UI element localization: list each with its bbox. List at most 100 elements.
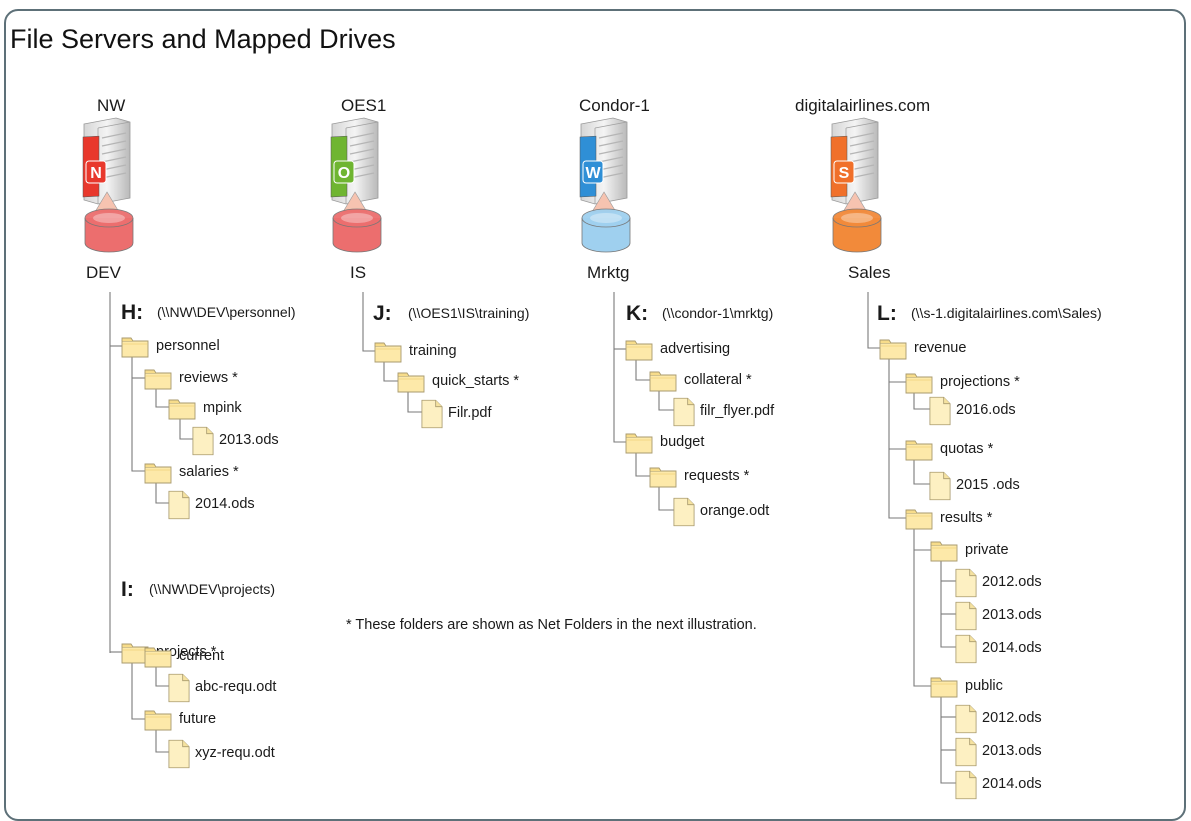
folder-icon — [930, 677, 958, 698]
file-label: xyz-requ.odt — [195, 745, 275, 761]
folder-icon — [905, 373, 933, 394]
file-label: filr_flyer.pdf — [700, 403, 775, 419]
file-node-filr-flyer-pdf[interactable]: filr_flyer.pdf — [673, 397, 775, 427]
server-letter-icon: W — [585, 165, 601, 182]
file-icon — [929, 471, 951, 501]
folder-icon — [374, 342, 402, 363]
folder-label: requests * — [684, 468, 750, 484]
folder-icon — [625, 340, 653, 361]
file-node-2012-ods[interactable]: 2012.ods — [955, 568, 1042, 598]
folder-node-results[interactable]: results * — [905, 509, 993, 530]
server-icon-digitalairlines-com: S — [830, 117, 882, 253]
server-name-oes1: OES1 — [341, 96, 386, 115]
file-node-2016-ods[interactable]: 2016.ods — [929, 396, 1016, 426]
file-label: orange.odt — [700, 503, 769, 519]
folder-icon — [144, 647, 172, 668]
file-label: 2013.ods — [219, 432, 279, 448]
folder-icon — [144, 463, 172, 484]
file-node-2013-ods[interactable]: 2013.ods — [955, 601, 1042, 631]
file-label: 2014.ods — [982, 776, 1042, 792]
server-letter-icon: S — [839, 165, 850, 182]
folder-icon — [168, 399, 196, 420]
file-node-abc-requ-odt[interactable]: abc-requ.odt — [168, 673, 277, 703]
folder-label: future — [179, 711, 216, 727]
folder-node-collateral[interactable]: collateral * — [649, 371, 752, 392]
file-icon — [673, 497, 695, 527]
folder-node-salaries[interactable]: salaries * — [144, 463, 239, 484]
file-label: 2014.ods — [195, 496, 255, 512]
folder-icon — [144, 710, 172, 731]
file-node-2014-ods[interactable]: 2014.ods — [955, 634, 1042, 664]
folder-node-public[interactable]: public — [930, 677, 1003, 698]
file-icon — [673, 397, 695, 427]
folder-label: collateral * — [684, 372, 752, 388]
file-node-xyz-requ-odt[interactable]: xyz-requ.odt — [168, 739, 275, 769]
folder-node-quotas[interactable]: quotas * — [905, 440, 994, 461]
folder-node-current[interactable]: current — [144, 647, 224, 668]
file-node-2015-ods[interactable]: 2015 .ods — [929, 471, 1020, 501]
folder-icon — [121, 643, 149, 664]
drive-path-l: (\\s-1.digitalairlines.com\Sales) — [911, 305, 1102, 321]
folder-node-future[interactable]: future — [144, 710, 216, 731]
server-name-digitalairlines: digitalairlines.com — [795, 96, 930, 115]
folder-node-personnel[interactable]: personnel — [121, 337, 220, 358]
file-node-2014-ods[interactable]: 2014.ods — [168, 490, 255, 520]
folder-node-reviews[interactable]: reviews * — [144, 369, 238, 390]
file-label: 2015 .ods — [956, 477, 1020, 493]
folder-label: training — [409, 343, 457, 359]
drive-letter-l: L: — [877, 302, 897, 325]
folder-label: projections * — [940, 374, 1020, 390]
folder-node-projections[interactable]: projections * — [905, 373, 1020, 394]
folder-icon — [625, 433, 653, 454]
file-label: 2013.ods — [982, 607, 1042, 623]
server-letter-icon: O — [338, 165, 350, 182]
folder-icon — [905, 509, 933, 530]
server-name-nw: NW — [97, 96, 125, 115]
file-node-2012-ods[interactable]: 2012.ods — [955, 704, 1042, 734]
folder-node-advertising[interactable]: advertising — [625, 340, 730, 361]
folder-label: mpink — [203, 400, 242, 416]
folder-node-budget[interactable]: budget — [625, 433, 704, 454]
file-icon — [192, 426, 214, 456]
tree-connectors — [109, 292, 956, 784]
folder-label: public — [965, 678, 1003, 694]
file-label: 2013.ods — [982, 743, 1042, 759]
file-node-2014-ods[interactable]: 2014.ods — [955, 770, 1042, 800]
drive-path-i: (\\NW\DEV\projects) — [149, 581, 275, 597]
file-icon — [168, 673, 190, 703]
diagram-title: File Servers and Mapped Drives — [10, 24, 396, 54]
file-node-2013-ods[interactable]: 2013.ods — [955, 737, 1042, 767]
drive-letter-j: J: — [373, 302, 392, 325]
file-icon — [955, 704, 977, 734]
folder-label: budget — [660, 434, 704, 450]
folder-node-mpink[interactable]: mpink — [168, 399, 242, 420]
folder-node-training[interactable]: training — [374, 342, 457, 363]
drive-letter-i: I: — [121, 578, 134, 601]
file-node-filr-pdf[interactable]: Filr.pdf — [421, 399, 493, 429]
file-label: Filr.pdf — [448, 405, 492, 421]
drive-path-k: (\\condor-1\mrktg) — [662, 305, 773, 321]
drive-letter-k: K: — [626, 302, 648, 325]
file-icon — [955, 770, 977, 800]
folder-label: personnel — [156, 338, 220, 354]
folder-label: private — [965, 542, 1009, 558]
volume-name-mrktg: Mrktg — [587, 263, 630, 282]
file-label: 2016.ods — [956, 402, 1016, 418]
folder-label: current — [179, 648, 224, 664]
file-label: 2012.ods — [982, 710, 1042, 726]
folder-icon — [930, 541, 958, 562]
volume-name-is: IS — [350, 263, 366, 282]
folder-icon — [905, 440, 933, 461]
folder-label: advertising — [660, 341, 730, 357]
folder-label: quotas * — [940, 441, 994, 457]
file-node-2013-ods[interactable]: 2013.ods — [192, 426, 279, 456]
file-node-orange-odt[interactable]: orange.odt — [673, 497, 769, 527]
server-letter-icon: N — [90, 165, 102, 182]
folder-node-quick-starts[interactable]: quick_starts * — [397, 372, 519, 393]
folder-node-revenue[interactable]: revenue — [879, 339, 966, 360]
folder-node-private[interactable]: private — [930, 541, 1009, 562]
folder-node-requests[interactable]: requests * — [649, 467, 750, 488]
file-label: abc-requ.odt — [195, 679, 276, 695]
drive-letter-h: H: — [121, 301, 143, 324]
